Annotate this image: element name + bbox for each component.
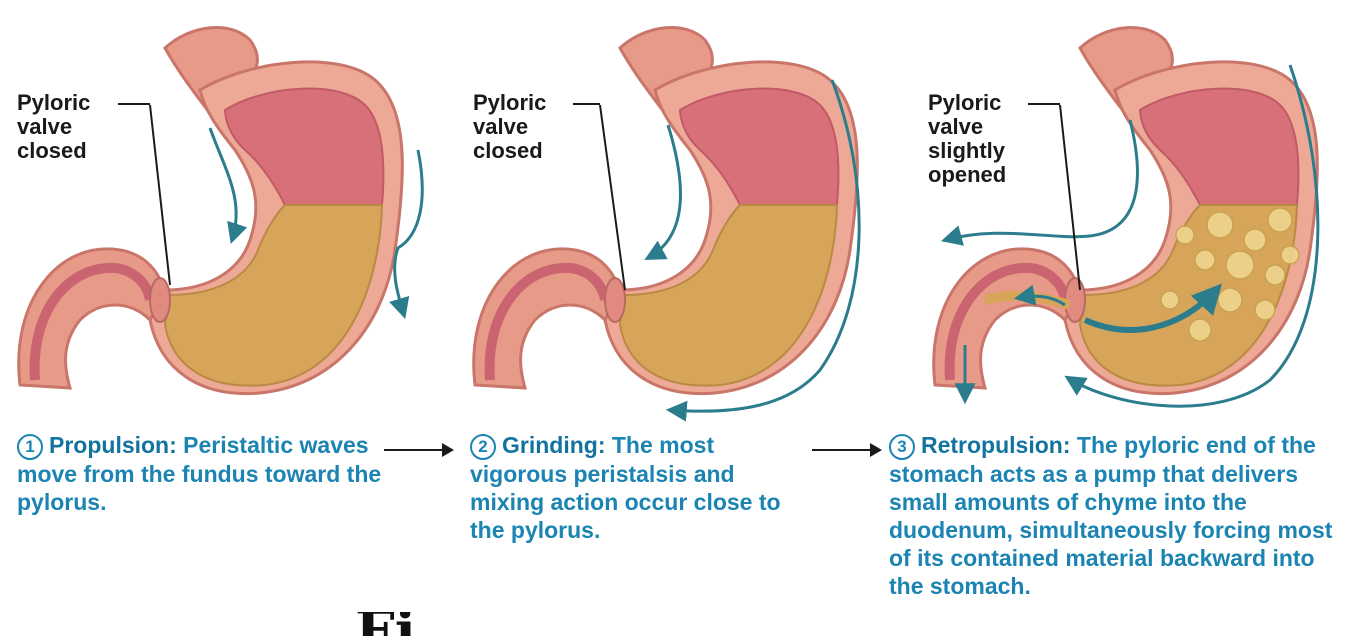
pyloric-valve-label-2: Pyloric valve closed [473, 91, 546, 163]
step-title-1: Propulsion: [49, 432, 177, 458]
stomach-diagram-3 [934, 28, 1318, 407]
sequence-arrow-1 [384, 449, 452, 451]
partial-figure-caption: Fi [355, 612, 416, 636]
stomach-diagram-1 [19, 28, 423, 394]
step-title-2: Grinding: [502, 432, 605, 458]
step-title-3: Retropulsion: [921, 432, 1071, 458]
stomach-diagram-2 [474, 28, 859, 412]
step-number-2: 2 [470, 434, 496, 460]
sequence-arrow-2 [812, 449, 880, 451]
pyloric-valve-label-1: Pyloric valve closed [17, 91, 90, 163]
step-number-3: 3 [889, 434, 915, 460]
step-number-1: 1 [17, 434, 43, 460]
pyloric-valve-label-3: Pyloric valve slightly opened [928, 91, 1006, 187]
